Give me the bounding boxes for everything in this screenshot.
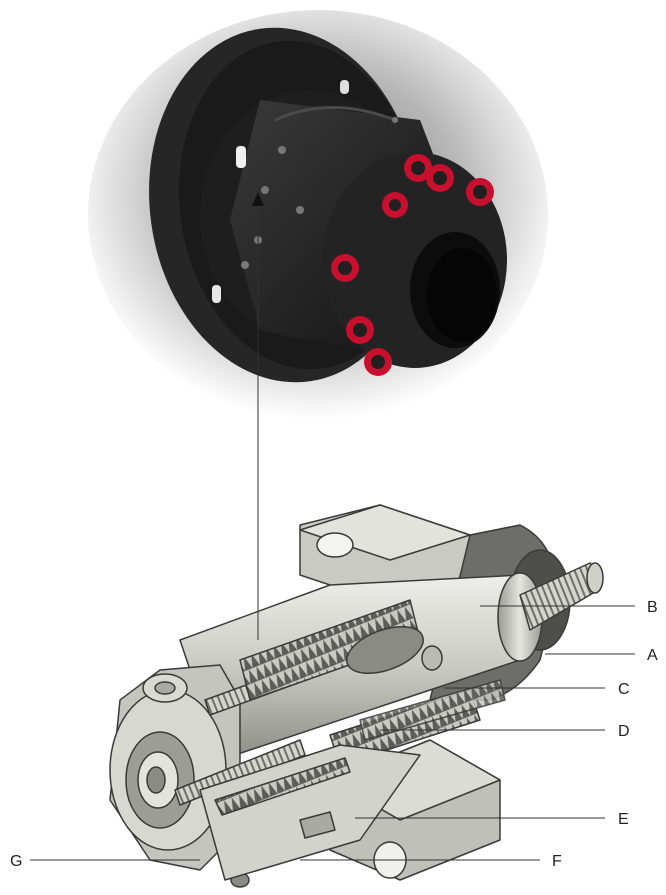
white-spacer [236,146,246,168]
callout-G: G [10,853,22,870]
hub-seam [274,106,396,122]
white-spacer [340,80,349,94]
callout-D: D [618,723,630,740]
red-bolt [466,178,494,206]
reference-arrowhead [252,192,264,206]
red-bolt [346,316,374,344]
gear-teeth-mid [359,679,506,741]
mount-hole [316,532,354,558]
callout-F: F [552,853,562,870]
red-bolt [331,254,359,282]
callout-A: A [647,647,658,664]
hub-bore-inner [427,248,497,342]
hub-hole [241,261,249,269]
leader-lines [30,192,635,861]
coupling-photo [88,10,548,420]
lower-plate-teeth [214,757,351,816]
hub-hole [392,117,398,123]
red-bolt [426,164,454,192]
red-bolt [404,154,432,182]
slot-window [346,626,424,674]
cutaway-illustration [109,504,604,888]
red-bolt [382,192,408,218]
red-bolt [364,348,392,376]
hub-hole [278,146,286,154]
lower-plate [199,744,421,881]
hub-hole [261,186,269,194]
locking-pin [421,645,443,671]
callout-E: E [618,811,629,828]
white-spacer [212,285,221,303]
callout-C: C [618,681,630,698]
callout-labels: B A C D E F G [10,599,658,870]
hex-bolt [142,673,188,703]
hub-hole [296,206,304,214]
callout-B: B [647,599,658,616]
